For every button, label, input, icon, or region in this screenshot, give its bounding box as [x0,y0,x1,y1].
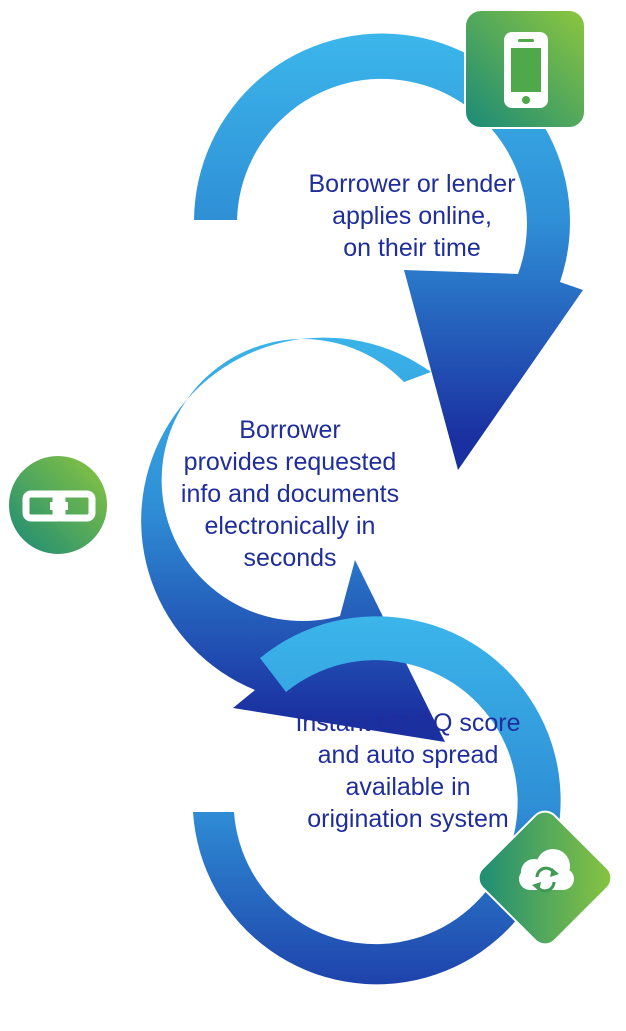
step-2-line: provides requested [183,448,397,476]
cycle-arc-1 [194,33,583,471]
step-1-line: applies online, [332,202,492,230]
step-1-line: Borrower or lender [308,170,516,198]
cloud-sync-badge [477,810,613,946]
step-3-line: available in [345,773,471,801]
link-icon [22,490,96,522]
step-1-line: on their time [343,234,481,262]
smartphone-icon [504,32,548,108]
step-3-description: Instant MARQ score and auto spread avail… [258,707,558,835]
link-badge [7,454,109,556]
step-2-line: Borrower [239,416,341,444]
step-2-line: seconds [243,544,337,572]
smartphone-badge [464,9,586,129]
cloud-sync-icon [519,849,574,893]
step-1-description: Borrower or lender applies online, on th… [262,168,562,264]
step-2-description: Borrower provides requested info and doc… [140,414,440,574]
step-3-line: and auto spread [317,741,499,769]
step-3-line: Instant MARQ score [295,709,521,737]
step-2-line: info and documents [180,480,400,508]
step-3-line: origination system [307,805,509,833]
step-2-line: electronically in [204,512,376,540]
